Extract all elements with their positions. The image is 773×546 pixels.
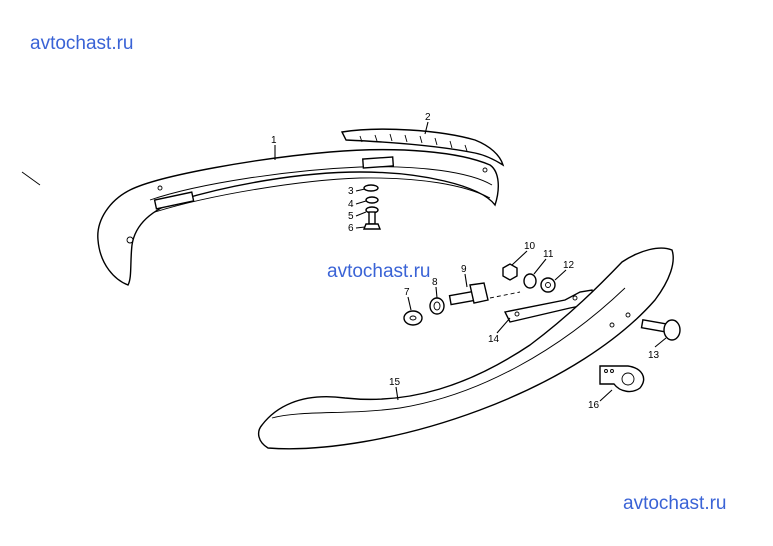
parts-3-6-fastener-stack [362,184,382,230]
watermark-bottom-right: avtochast.ru [623,493,727,514]
callout-5: 5 [348,211,354,222]
part-13-bolt [640,318,681,341]
callout-12: 12 [563,260,575,271]
callout-1: 1 [271,135,277,146]
callout-3: 3 [348,186,354,197]
part-8-spring-washer [429,297,445,315]
callout-7: 7 [404,287,410,298]
leader-lines [274,121,667,402]
part-7-washer [403,310,423,326]
callout-11: 11 [543,249,554,260]
part-9-bolt [448,282,489,306]
watermark-top-left: avtochast.ru [30,33,134,54]
callout-14: 14 [488,334,500,345]
callout-15: 15 [389,377,401,388]
callout-10: 10 [524,241,536,252]
callout-4: 4 [348,199,354,210]
callout-13: 13 [648,350,660,361]
watermark-center: avtochast.ru [327,261,431,282]
callout-8: 8 [432,277,438,288]
callout-labels: 1 2 3 4 5 6 7 8 9 10 11 12 13 14 15 16 [271,112,660,411]
callout-2: 2 [425,112,431,123]
callout-16: 16 [588,400,600,411]
part-2-rubber-strip [340,128,505,167]
part-16-small-bracket [599,365,645,393]
callout-9: 9 [461,264,467,275]
part-1-upper-bumper [21,149,499,286]
callout-6: 6 [348,223,354,234]
part-15-lower-bumper [257,247,674,450]
parts-10-12-nut-washers [502,263,556,293]
